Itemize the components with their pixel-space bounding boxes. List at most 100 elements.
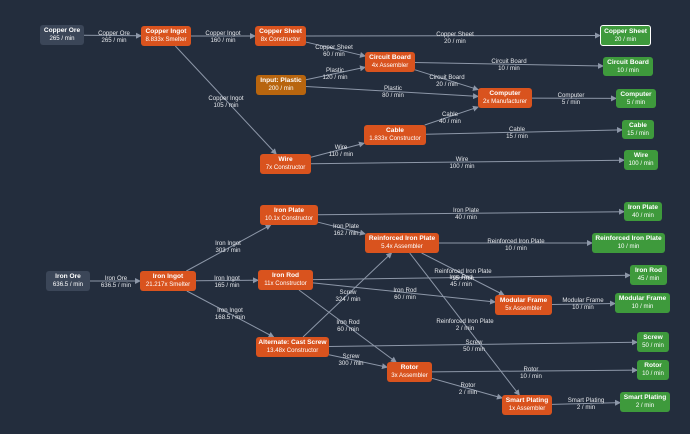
edge-label-item: Wire [334,144,348,151]
node-output-rotor[interactable]: Rotor 10 / min [637,360,669,380]
node-output-cable[interactable]: Cable 15 / min [622,120,654,139]
edge-label-rate: 40 / min [455,214,477,222]
node-output-iron-plate[interactable]: Iron Plate 40 / min [624,202,662,221]
node-subtitle: 5.4x Assembler [381,243,423,250]
edge-label-rate: 160 / min [210,37,236,45]
node-cable[interactable]: Cable 1.833x Constructor [364,125,426,145]
edge-label-rate: 2 / min [455,325,475,333]
edge-label-rate: 10 / min [572,304,594,312]
edge-label-rate: 15 / min [506,133,528,141]
edge-label-rate: 100 / min [449,163,475,171]
node-smart-plating[interactable]: Smart Plating 1x Assembler [502,395,552,415]
edge-cast_screw-to-rotor [328,354,388,370]
node-wire[interactable]: Wire 7x Constructor [260,154,311,174]
node-output-circuit-board[interactable]: Circuit Board 10 / min [603,57,653,76]
node-copper-ore[interactable]: Copper Ore 265 / min [40,25,84,45]
node-subtitle: 13.48x Constructor [266,347,319,354]
node-iron-ingot[interactable]: Iron Ingot 21.217x Smelter [140,271,196,291]
edge-label-item: Plastic [326,67,344,74]
node-subtitle: 8x Constructor [260,36,301,43]
edge-label-rate: 303 / min [215,247,241,255]
node-circuit-board[interactable]: Circuit Board 4x Assembler [365,52,415,72]
node-rotor[interactable]: Rotor 3x Assembler [387,362,432,382]
node-title: Iron Rod [271,272,300,279]
edge-label-item: Rotor [523,366,539,373]
edge-iron_ingot-to-iron_plate [186,224,272,272]
edge-circuit_board-to-out_circuit_board [414,61,604,69]
node-output-reinforced-iron-plate[interactable]: Reinforced Iron Plate 10 / min [592,233,665,253]
node-title: Computer [489,90,521,97]
edge-label-item: Screw [339,289,357,296]
node-alternate-cast-screw[interactable]: Alternate: Cast Screw 13.48x Constructor [256,337,329,357]
node-title: Copper Sheet [259,28,302,35]
node-title: Cable [386,127,404,134]
node-output-screw[interactable]: Screw 50 / min [637,332,669,352]
node-output-wire[interactable]: Wire 100 / min [624,150,658,170]
node-iron-rod[interactable]: Iron Rod 11x Constructor [258,270,313,290]
edge-iron_rod-to-out_iron_rod [312,272,631,281]
edge-label-item: Plastic [384,85,402,92]
node-copper-sheet[interactable]: Copper Sheet 8x Constructor [255,26,306,46]
node-reinforced-iron-plate[interactable]: Reinforced Iron Plate 5.4x Assembler [365,233,439,253]
edge-label-item: Circuit Board [491,58,527,65]
edge-label-item: Reinforced Iron Plate [436,318,494,325]
edge-cast_screw-to-out_screw [328,339,638,347]
node-title: Wire [633,152,649,159]
node-title: Copper Ore [43,27,81,34]
edge-label-item: Iron Plate [452,207,480,214]
edge-label-rate: 50 / min [463,346,485,354]
node-subtitle: 10 / min [642,370,664,377]
edge-label-rate: 20 / min [444,38,466,46]
node-title: Modular Frame [499,297,548,304]
edge-smart_plating-to-out_smart_plating [551,399,621,406]
edge-label-rate: 60 / min [394,294,416,302]
node-modular-frame[interactable]: Modular Frame 5x Assembler [495,295,552,315]
node-subtitle: 8.833x Smelter [145,36,187,43]
edge-label-item: Modular Frame [562,297,604,304]
edge-wire-to-cable [310,141,365,158]
edge-label-item: Cable [509,126,525,133]
edge-iron_plate-to-out_iron_plate [317,208,625,216]
node-output-modular-frame[interactable]: Modular Frame 10 / min [615,293,670,313]
edge-label-rate: 300 / min [338,360,364,368]
node-iron-ore[interactable]: Iron Ore 636.5 / min [46,271,90,291]
edge-iron_rod-to-modular_frame [312,282,496,305]
edge-label-item: Copper Ingot [205,30,241,37]
node-subtitle: 21.217x Smelter [145,281,191,288]
edge-label-rate: 60 / min [323,51,345,59]
node-subtitle: 636.5 / min [52,281,84,288]
edge-reinforced_plate-to-modular_frame [421,252,505,296]
edge-copper_ingot-to-wire [174,45,277,155]
node-output-copper-sheet[interactable]: Copper Sheet 20 / min [600,25,651,46]
edge-iron_plate-to-reinforced_plate [317,221,366,236]
node-computer[interactable]: Computer 2x Manufacturer [478,88,532,108]
node-input-plastic[interactable]: Input: Plastic 200 / min [256,75,306,95]
node-title: Iron Ore [55,273,81,280]
node-output-smart-plating[interactable]: Smart Plating 2 / min [620,392,670,412]
node-title: Input: Plastic [260,77,302,84]
edge-label-item: Iron Ingot [214,275,240,282]
node-subtitle: 15 / min [627,129,649,137]
node-copper-ingot[interactable]: Copper Ingot 8.833x Smelter [141,26,191,46]
edge-label-rate: 40 / min [439,118,461,126]
node-title: Iron Plate [273,207,305,214]
edge-label-item: Iron Plate [332,223,360,230]
node-output-computer[interactable]: Computer 5 / min [616,89,656,108]
edge-cable-to-out_cable [425,126,623,135]
edge-iron_rod-to-rotor [298,289,397,363]
edge-label-rate: 324 / min [335,296,361,304]
node-iron-plate[interactable]: Iron Plate 10.1x Constructor [260,205,318,225]
node-output-iron-rod[interactable]: Iron Rod 45 / min [630,265,667,285]
